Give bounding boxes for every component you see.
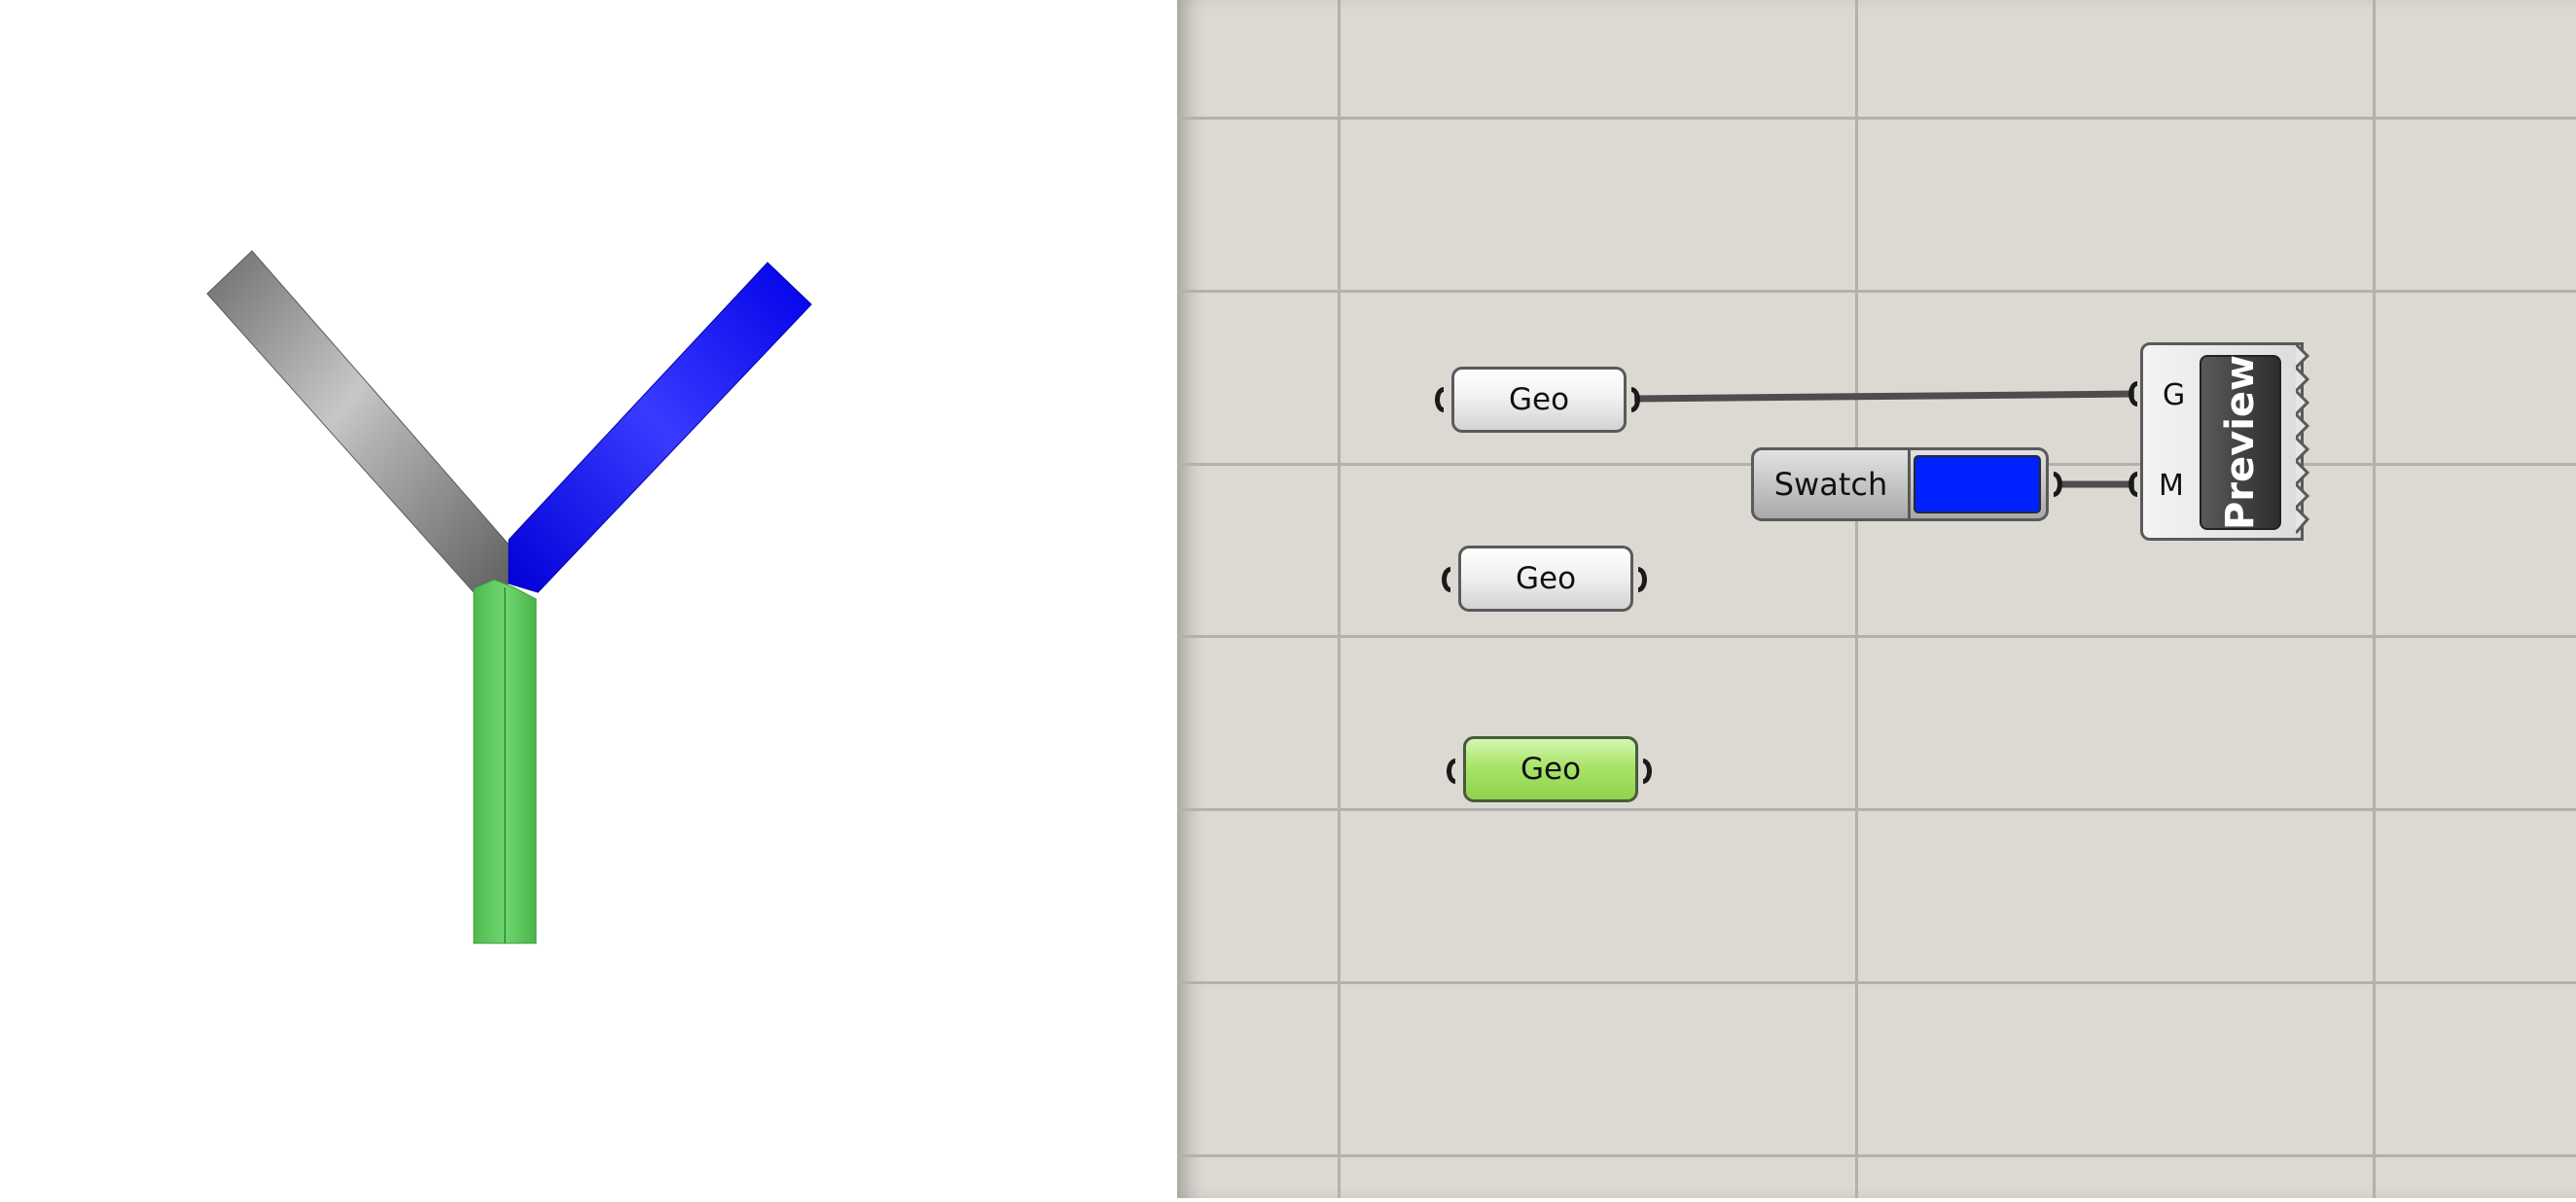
swatch-component[interactable]: Swatch <box>1751 447 2049 521</box>
geo-node-1[interactable]: Geo <box>1451 367 1627 433</box>
preview-input-m-grip[interactable] <box>2129 472 2137 497</box>
geo-node-2-output-grip[interactable] <box>1638 567 1647 592</box>
swatch-color-chip[interactable] <box>1914 455 2041 513</box>
wire-geo-to-preview-g[interactable] <box>1633 390 2135 403</box>
preview-zigzag-edge <box>2296 342 2310 534</box>
geo-node-1-input-grip[interactable] <box>1435 387 1444 412</box>
grid-line <box>1177 1154 2576 1157</box>
grasshopper-canvas[interactable] <box>1177 0 2576 1198</box>
geo-node-1-label: Geo <box>1508 382 1570 417</box>
preview-title-bar: Preview <box>2200 355 2281 530</box>
geo-node-3[interactable]: Geo <box>1463 736 1638 802</box>
swatch-output-grip[interactable] <box>2054 472 2062 497</box>
grid-line <box>1855 0 1858 1198</box>
geo-node-3-label: Geo <box>1520 752 1582 787</box>
grid-line <box>1177 635 2576 638</box>
geo-node-2-label: Geo <box>1515 561 1577 596</box>
grid-line <box>1177 117 2576 120</box>
preview-input-m-label: M <box>2159 469 2184 503</box>
preview-title: Preview <box>2218 354 2263 531</box>
swatch-divider <box>1908 450 1911 518</box>
grid-line <box>1177 290 2576 293</box>
grid-line <box>1338 0 1341 1198</box>
geo-node-3-input-grip[interactable] <box>1447 759 1455 784</box>
grid-line <box>1177 981 2576 984</box>
preview-input-g-label: G <box>2163 378 2186 412</box>
swatch-label: Swatch <box>1773 466 1888 503</box>
preview-component[interactable]: G M Preview <box>2140 342 2304 541</box>
geo-node-1-output-grip[interactable] <box>1631 387 1640 412</box>
grid-line <box>2373 0 2376 1198</box>
geo-node-2[interactable]: Geo <box>1458 546 1633 612</box>
grid-line <box>1177 808 2576 811</box>
y-shape-geometry <box>206 250 812 944</box>
geo-node-2-input-grip[interactable] <box>1442 567 1450 592</box>
rhino-viewport[interactable] <box>0 0 1177 1198</box>
right-branch-pipe <box>508 262 812 593</box>
preview-input-g-grip[interactable] <box>2129 381 2137 407</box>
geo-node-3-output-grip[interactable] <box>1643 759 1652 784</box>
